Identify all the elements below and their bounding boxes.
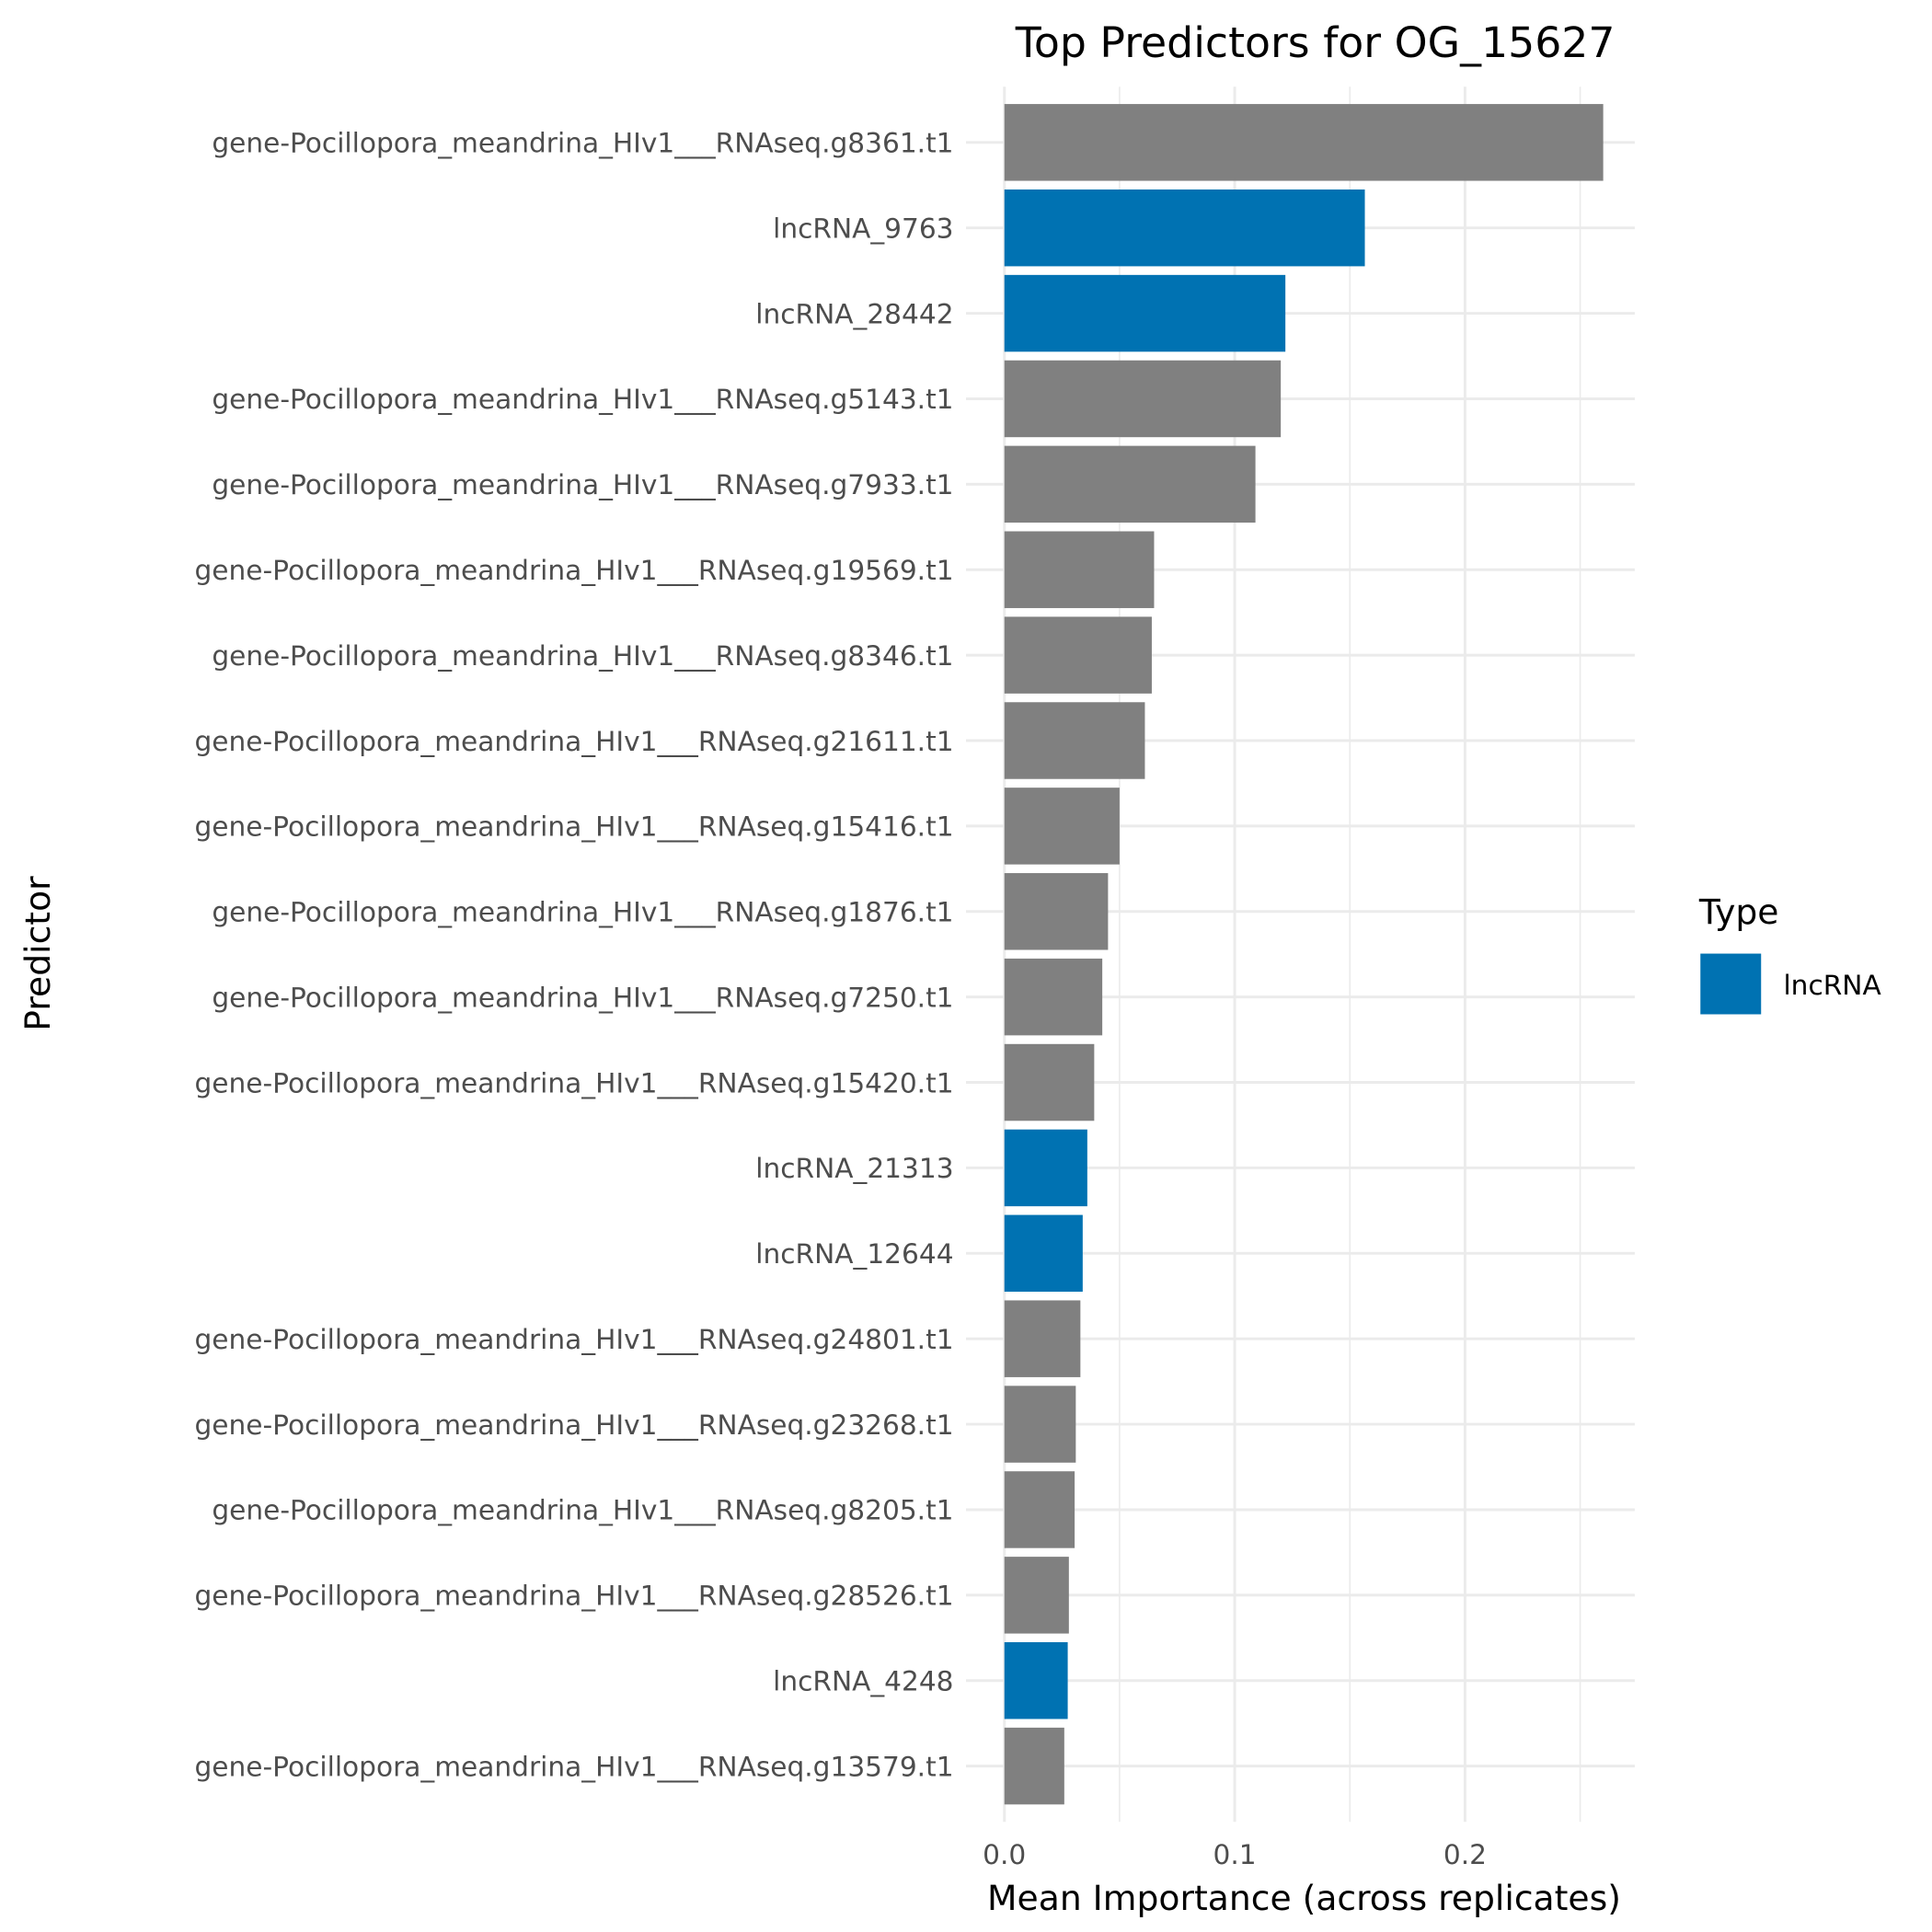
x-tick-labels: 0.0 0.1 0.2 — [983, 1839, 1487, 1870]
bar — [1004, 445, 1256, 523]
bar — [1004, 189, 1365, 267]
y-tick-label: gene-Pocillopora_meandrina_HIv1___RNAseq… — [195, 726, 954, 757]
bar — [1004, 702, 1145, 779]
y-tick-label: gene-Pocillopora_meandrina_HIv1___RNAseq… — [195, 1324, 954, 1355]
y-tick-label: gene-Pocillopora_meandrina_HIv1___RNAseq… — [212, 897, 953, 928]
legend-label-lncrna: lncRNA — [1783, 970, 1881, 1001]
bar — [1004, 873, 1109, 950]
y-tick-label: gene-Pocillopora_meandrina_HIv1___RNAseq… — [195, 1067, 954, 1098]
y-tick-label: gene-Pocillopora_meandrina_HIv1___RNAseq… — [195, 811, 954, 843]
bar — [1004, 1557, 1069, 1634]
y-tick-label: gene-Pocillopora_meandrina_HIv1___RNAseq… — [212, 982, 953, 1013]
y-tick-label: gene-Pocillopora_meandrina_HIv1___RNAseq… — [195, 1581, 954, 1612]
bar — [1004, 274, 1286, 352]
y-tick-label: lncRNA_28442 — [755, 298, 953, 329]
bar — [1004, 1129, 1087, 1207]
legend-title: Type — [1698, 891, 1779, 932]
bars — [1004, 104, 1604, 1805]
bar — [1004, 1043, 1095, 1121]
bar — [1004, 1214, 1083, 1293]
x-axis-title: Mean Importance (across replicates) — [987, 1878, 1621, 1918]
bar — [1004, 1300, 1081, 1377]
bar — [1004, 1471, 1075, 1548]
bar — [1004, 360, 1282, 438]
y-tick-label: gene-Pocillopora_meandrina_HIv1___RNAseq… — [212, 640, 953, 672]
chart-title: Top Predictors for OG_15627 — [1015, 18, 1616, 67]
y-tick-labels: gene-Pocillopora_meandrina_HIv1___RNAseq… — [195, 128, 954, 1783]
bar — [1004, 104, 1604, 181]
y-tick-label: lncRNA_12644 — [755, 1238, 953, 1270]
bar — [1004, 1386, 1076, 1463]
x-tick-label: 0.2 — [1443, 1839, 1487, 1870]
bar — [1004, 958, 1103, 1036]
y-tick-label: gene-Pocillopora_meandrina_HIv1___RNAseq… — [212, 469, 953, 500]
bar — [1004, 1727, 1064, 1805]
y-tick-label: gene-Pocillopora_meandrina_HIv1___RNAseq… — [195, 555, 954, 586]
x-tick-label: 0.0 — [983, 1839, 1026, 1870]
y-tick-label: gene-Pocillopora_meandrina_HIv1___RNAseq… — [212, 384, 953, 415]
y-tick-label: lncRNA_9763 — [773, 213, 953, 244]
legend-key-lncrna — [1700, 953, 1762, 1015]
y-tick-label: gene-Pocillopora_meandrina_HIv1___RNAseq… — [212, 1495, 953, 1526]
y-tick-label: lncRNA_21313 — [755, 1153, 953, 1184]
x-tick-label: 0.1 — [1213, 1839, 1257, 1870]
bar — [1004, 616, 1152, 694]
legend: Type lncRNA — [1698, 891, 1881, 1015]
bar — [1004, 1642, 1068, 1719]
y-tick-label: gene-Pocillopora_meandrina_HIv1___RNAseq… — [212, 128, 953, 159]
y-tick-label: gene-Pocillopora_meandrina_HIv1___RNAseq… — [195, 1751, 954, 1782]
bar — [1004, 788, 1120, 865]
y-tick-label: lncRNA_4248 — [773, 1666, 953, 1697]
y-tick-label: gene-Pocillopora_meandrina_HIv1___RNAseq… — [195, 1409, 954, 1441]
bar — [1004, 531, 1155, 608]
y-axis-title: Predictor — [17, 876, 58, 1031]
